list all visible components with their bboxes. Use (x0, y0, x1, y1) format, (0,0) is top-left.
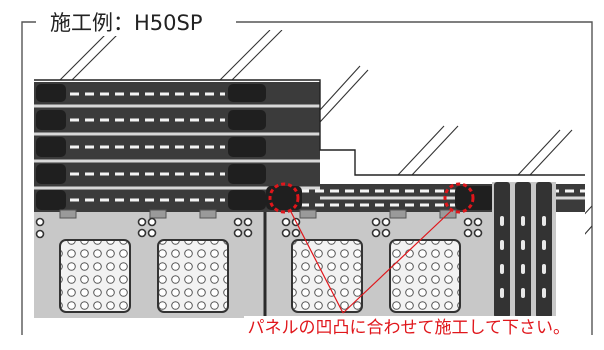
callouts (268, 182, 475, 314)
callout-circle-right (443, 182, 475, 214)
diagram-title: 施工例：H50SP (44, 10, 209, 36)
leader-line-left (289, 209, 344, 314)
callout-circle-left (268, 182, 300, 214)
diagram-frame (21, 21, 593, 335)
leader-line-right (342, 209, 453, 314)
dark-panel-rows (34, 82, 585, 212)
vertical-panel-strips (492, 182, 556, 318)
instruction-caption: パネルの凹凸に合わせて施工して下さい。 (243, 316, 574, 340)
wall-outline (34, 79, 585, 176)
grid-panels (34, 209, 496, 318)
